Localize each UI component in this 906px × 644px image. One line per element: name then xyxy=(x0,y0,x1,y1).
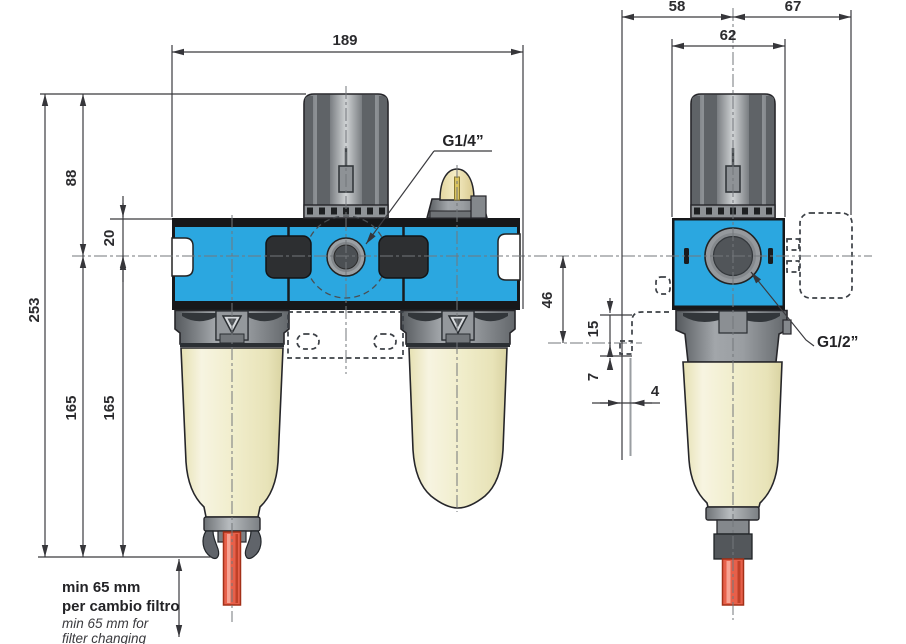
dim-58-label: 58 xyxy=(669,0,686,15)
lubricator-bowl xyxy=(408,347,508,509)
left-edge-notch xyxy=(171,237,194,277)
main-port-label: G1/2” xyxy=(817,334,858,351)
dim-165b-label: 165 xyxy=(101,395,118,420)
dim-67-label: 67 xyxy=(785,0,802,15)
dim-165a-label: 165 xyxy=(63,395,80,420)
clamp-port-left xyxy=(265,235,312,279)
lubricator-fill-plug xyxy=(426,168,488,219)
dim-46-label: 46 xyxy=(539,292,556,309)
side-tab xyxy=(782,319,792,335)
port-leaders: G1/4” G1/2” xyxy=(365,133,858,351)
dim-88-label: 88 xyxy=(63,170,80,187)
filter-bowl xyxy=(180,347,284,606)
right-edge-notch xyxy=(497,233,521,281)
drain-wing-left xyxy=(202,530,220,560)
dim-62-label: 62 xyxy=(720,27,737,44)
dim-4-label: 4 xyxy=(651,383,660,400)
dim-front-width-label: 189 xyxy=(332,32,357,49)
drain-wing-right xyxy=(244,530,262,560)
clamp-port-right xyxy=(378,235,429,279)
note-it-line2: per cambio filtro xyxy=(62,598,180,615)
dim-20-label: 20 xyxy=(101,230,118,247)
wall-bracket-dashed xyxy=(619,276,671,456)
dimensions: 189 253 88 165 20 165 58 67 62 xyxy=(26,0,852,637)
gauge-port-label: G1/4” xyxy=(442,133,483,150)
note-en-line1: min 65 mm for xyxy=(62,616,149,631)
filter-change-note: min 65 mm per cambio filtro min 65 mm fo… xyxy=(62,579,180,644)
dim-15-label: 15 xyxy=(585,321,602,338)
centerlines xyxy=(72,8,872,622)
note-en-line2: filter changing xyxy=(62,631,147,644)
dim-7-label: 7 xyxy=(585,373,602,381)
lubricator-cap xyxy=(400,309,516,348)
mounting-bracket-dashed xyxy=(287,311,404,359)
port-tick-left xyxy=(684,248,689,264)
dim-overall-height-label: 253 xyxy=(26,297,43,322)
note-it-line1: min 65 mm xyxy=(62,579,140,596)
